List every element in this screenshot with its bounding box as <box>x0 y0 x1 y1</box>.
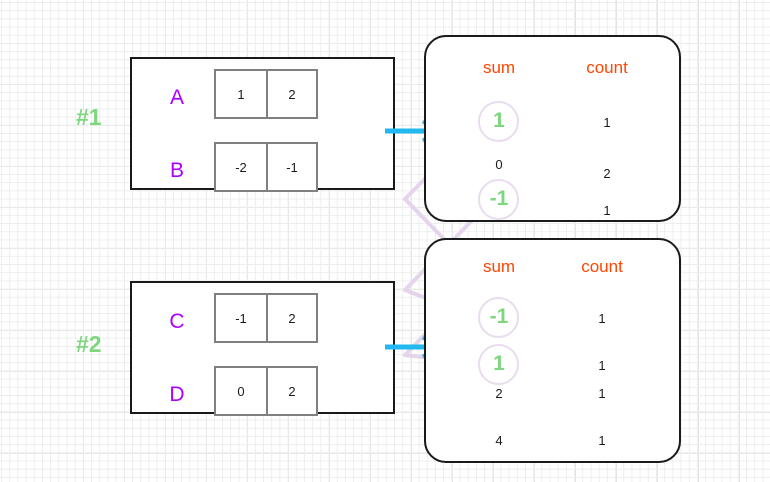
aggregate-2-header-count: count <box>581 257 623 276</box>
group-label-2: #2 <box>76 331 102 357</box>
row-cells-d: 0 2 <box>214 366 318 416</box>
aggregate-panel-1: sum count 1 1 0 2 -1 1 <box>424 35 681 222</box>
cell-d-0: 0 <box>237 383 245 399</box>
aggregate-2-row-2-count: 1 <box>598 386 606 401</box>
row-cells-b: -2 -1 <box>214 142 318 192</box>
aggregate-1-header-sum: sum <box>482 58 516 77</box>
row-key-a: A <box>169 86 184 109</box>
aggregate-1-row-2-count: 1 <box>603 203 611 218</box>
aggregate-2-row-0-count: 1 <box>598 311 606 326</box>
cell-b-1: -1 <box>266 144 316 190</box>
row-key-d: D <box>169 383 185 406</box>
aggregate-2-row-1-sum: 1 <box>493 352 505 375</box>
aggregate-1-row-1-count: 2 <box>603 166 611 181</box>
cell-a-0: 1 <box>237 86 245 102</box>
group-label-1: #1 <box>76 104 102 130</box>
aggregate-2-row-1-count: 1 <box>598 358 606 373</box>
aggregate-1-row-1-sum: 0 <box>495 157 503 172</box>
aggregate-2-row-2-sum: 2 <box>495 386 503 401</box>
aggregate-1-header-count: count <box>586 58 628 77</box>
cell-c-1: 2 <box>266 295 316 341</box>
partition-box-2: C -1 2 D 0 2 <box>130 281 395 416</box>
aggregate-2-row-3-count: 1 <box>598 433 606 448</box>
cell-b-0: -2 <box>235 159 247 175</box>
aggregate-2-row-3-sum: 4 <box>495 433 503 448</box>
aggregate-1-row-2-sum: -1 <box>489 187 509 210</box>
partition-box-1: A 1 2 B -2 -1 <box>130 57 395 192</box>
row-key-c: C <box>169 310 185 333</box>
cell-c-0: -1 <box>235 310 247 326</box>
row-cells-a: 1 2 <box>214 69 318 119</box>
aggregate-1-row-0-count: 1 <box>603 115 611 130</box>
aggregate-2-header-sum: sum <box>482 257 516 276</box>
row-key-b: B <box>169 159 184 182</box>
aggregate-2-row-0-sum: -1 <box>489 305 509 328</box>
cell-d-1: 2 <box>266 368 316 414</box>
aggregate-1-row-0-sum: 1 <box>493 109 505 132</box>
row-cells-c: -1 2 <box>214 293 318 343</box>
cell-a-1: 2 <box>266 71 316 117</box>
aggregate-panel-2: sum count -1 1 1 1 2 1 4 1 <box>424 238 681 463</box>
